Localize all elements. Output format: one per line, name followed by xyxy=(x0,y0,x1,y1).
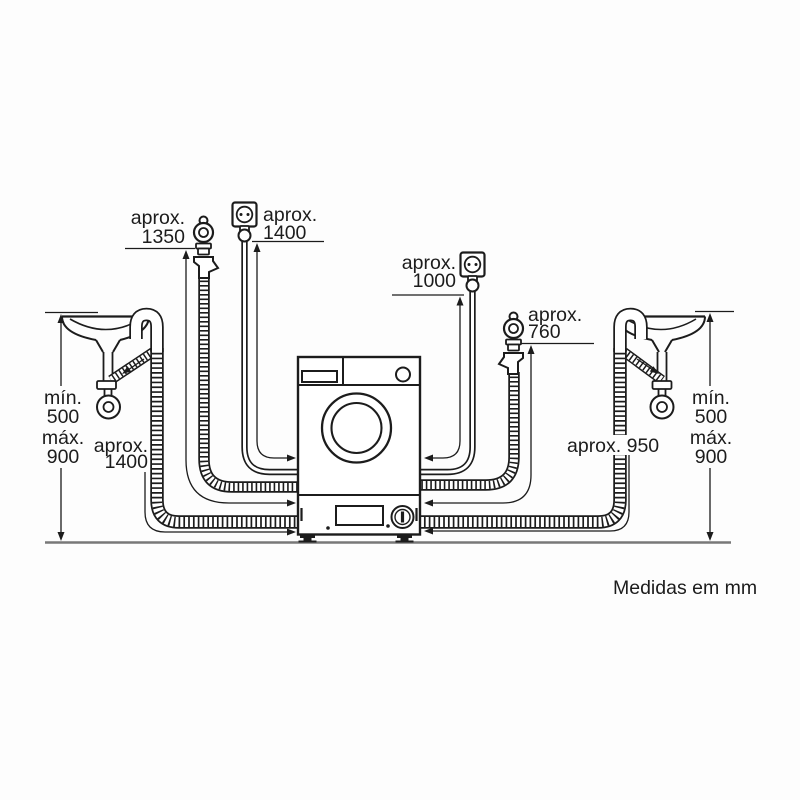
right-drain-branch-hose xyxy=(621,347,665,385)
dimension-lines xyxy=(144,243,630,536)
svg-text:500: 500 xyxy=(47,406,80,428)
label-left-sink-height: mín. 500 máx. 900 xyxy=(42,387,84,468)
label-right-sink-height: mín. 500 máx. 900 xyxy=(690,387,732,468)
svg-text:900: 900 xyxy=(47,446,80,468)
label-left-cord-word: aprox. xyxy=(263,204,317,226)
svg-text:máx.: máx. xyxy=(42,427,84,449)
right-tap-icon xyxy=(497,311,525,375)
machine-foot-right xyxy=(395,534,414,543)
svg-text:máx.: máx. xyxy=(690,427,732,449)
right-inlet-hose xyxy=(412,372,520,491)
machine-kick-panel xyxy=(335,505,384,526)
left-tap-icon xyxy=(192,215,220,279)
label-left-inlet-word: aprox. xyxy=(131,207,185,229)
left-drain-branch-hose xyxy=(108,347,156,385)
svg-text:500: 500 xyxy=(695,406,728,428)
right-attach-arrow xyxy=(636,358,659,374)
label-left-cord-value: 1400 xyxy=(263,222,307,244)
right-socket-icon xyxy=(459,251,486,293)
machine-display xyxy=(301,370,338,383)
label-right-cord-word: aprox. xyxy=(402,252,456,274)
left-siphon-nut xyxy=(96,380,117,390)
machine-foot-left xyxy=(298,534,317,543)
svg-text:900: 900 xyxy=(695,446,728,468)
label-right-drain: aprox. 950 xyxy=(567,435,659,457)
svg-text:mín.: mín. xyxy=(44,387,82,409)
reference-lines xyxy=(45,240,734,345)
left-drain-hose xyxy=(129,307,306,529)
left-socket-icon xyxy=(231,201,258,243)
label-right-cord-value: 1000 xyxy=(413,270,457,292)
label-left-inlet-value: 1350 xyxy=(142,226,186,248)
washing-machine xyxy=(296,355,422,543)
label-left-drain-value: 1400 xyxy=(105,451,149,473)
label-right-inlet-value: 760 xyxy=(528,321,561,343)
machine-knob xyxy=(395,366,411,383)
right-drain-hose xyxy=(412,307,648,529)
right-sink-height-dimension xyxy=(706,313,714,541)
svg-text:mín.: mín. xyxy=(692,387,730,409)
labels: aprox. 1350 aprox. 1400 aprox. 1000 apro… xyxy=(42,204,757,599)
label-left-drain-word: aprox. xyxy=(94,435,148,457)
left-attach-arrow xyxy=(122,358,145,374)
left-power-cable xyxy=(241,240,306,476)
footer-units-note: Medidas em mm xyxy=(613,577,757,599)
left-inlet-hose xyxy=(198,276,306,493)
right-power-cable xyxy=(412,290,476,476)
right-siphon-nut xyxy=(651,380,673,390)
label-right-inlet-word: aprox. xyxy=(528,304,582,326)
